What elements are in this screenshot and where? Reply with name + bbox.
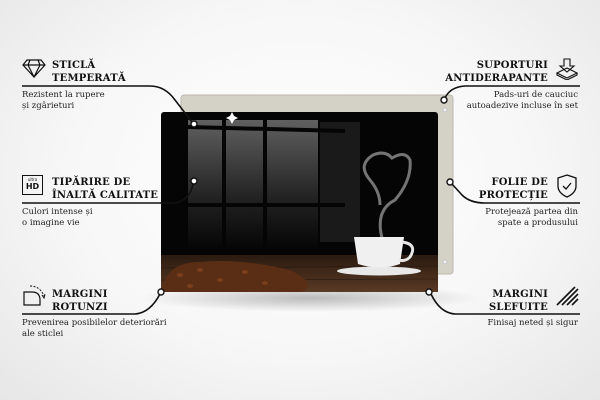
- callout-dots: [157, 96, 454, 296]
- glass-print: [160, 112, 439, 292]
- polished-edge-icon: [556, 286, 579, 306]
- ultra-hd-icon: ultra HD: [22, 175, 43, 195]
- rounded-corner-icon: [23, 285, 46, 306]
- anti-slip-pad-icon: [555, 58, 579, 80]
- callout-lines: [22, 85, 580, 315]
- shield-check-icon: [557, 174, 577, 198]
- diamond-icon: [22, 59, 46, 78]
- feature-desc-polished-edges: Finisaj neted și sigur: [487, 318, 578, 328]
